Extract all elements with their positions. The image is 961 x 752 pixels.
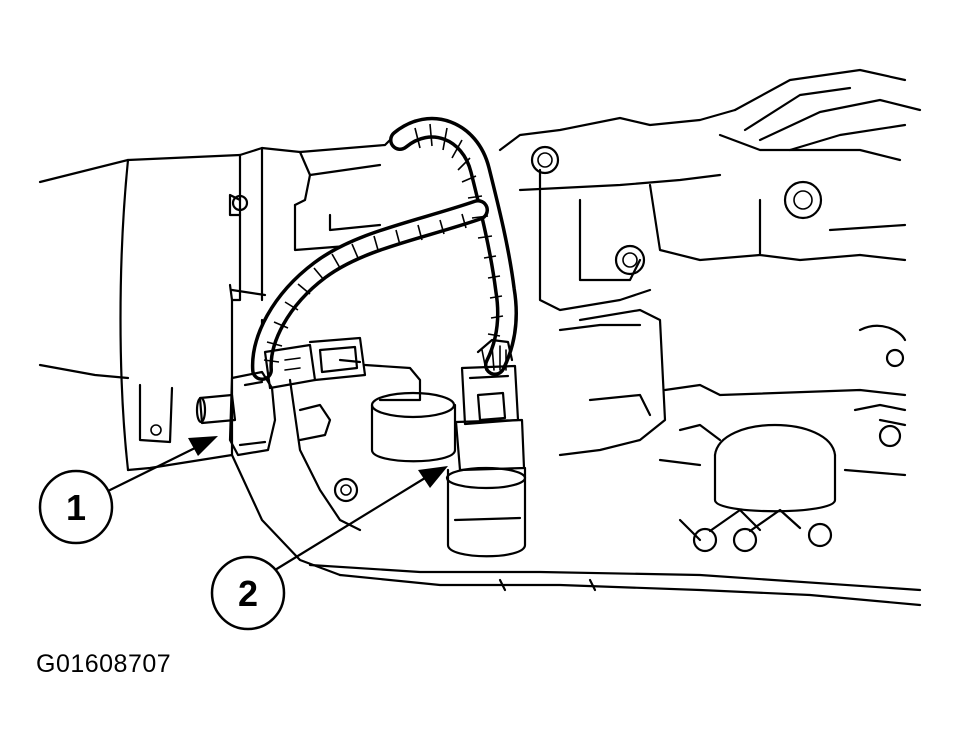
callout-1: 1 <box>38 469 114 545</box>
sensor-1 <box>195 370 277 457</box>
sensor-1-connector <box>263 336 367 390</box>
case-bolts <box>231 194 359 503</box>
callout-2: 2 <box>210 555 286 631</box>
figure-code: G01608707 <box>36 650 172 678</box>
callout-2-label: 2 <box>238 573 258 614</box>
upper-housing-right <box>498 68 922 457</box>
sensor-2 <box>445 466 527 558</box>
callout-1-label: 1 <box>66 487 86 528</box>
transmission-case-left <box>38 153 242 472</box>
wiring-harness <box>250 116 518 381</box>
arrow-1-head <box>188 436 218 456</box>
leader-arrows <box>108 436 448 572</box>
case-boss <box>370 391 457 463</box>
arrow-2-head <box>418 466 448 488</box>
lower-valve-body-right <box>658 324 907 553</box>
oil-pan-edge <box>308 563 922 607</box>
